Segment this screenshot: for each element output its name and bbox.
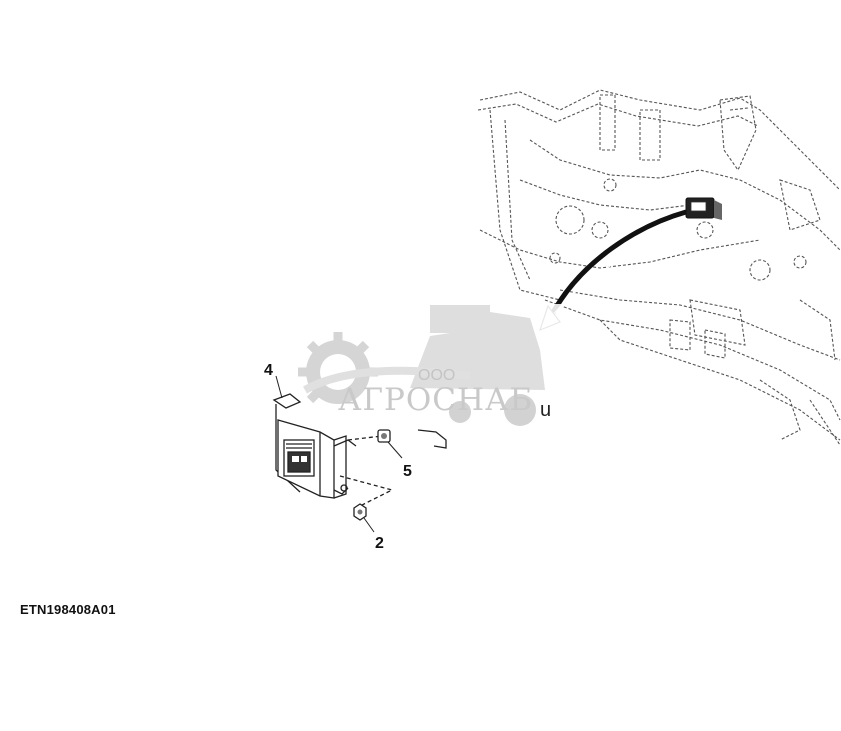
figure-code: ETN198408A01 xyxy=(20,602,116,617)
watermark-company-name: АГРОСНАБ xyxy=(338,382,533,418)
watermark-prefix: ООО xyxy=(418,367,455,384)
gear-icon xyxy=(298,332,378,404)
callout-4: 4 xyxy=(264,362,273,379)
callout-leaders xyxy=(275,375,403,533)
callout-2: 2 xyxy=(375,535,384,552)
bolt-part xyxy=(377,429,391,443)
callout-5: 5 xyxy=(403,463,412,480)
nut-part xyxy=(353,503,367,521)
watermark: ООО АГРОСНАБ xyxy=(272,304,562,426)
chassis-frame-drawing xyxy=(477,89,841,446)
controller-module xyxy=(272,393,447,507)
watermark-trailing-text: u xyxy=(540,399,551,421)
controller-on-frame xyxy=(685,197,722,220)
